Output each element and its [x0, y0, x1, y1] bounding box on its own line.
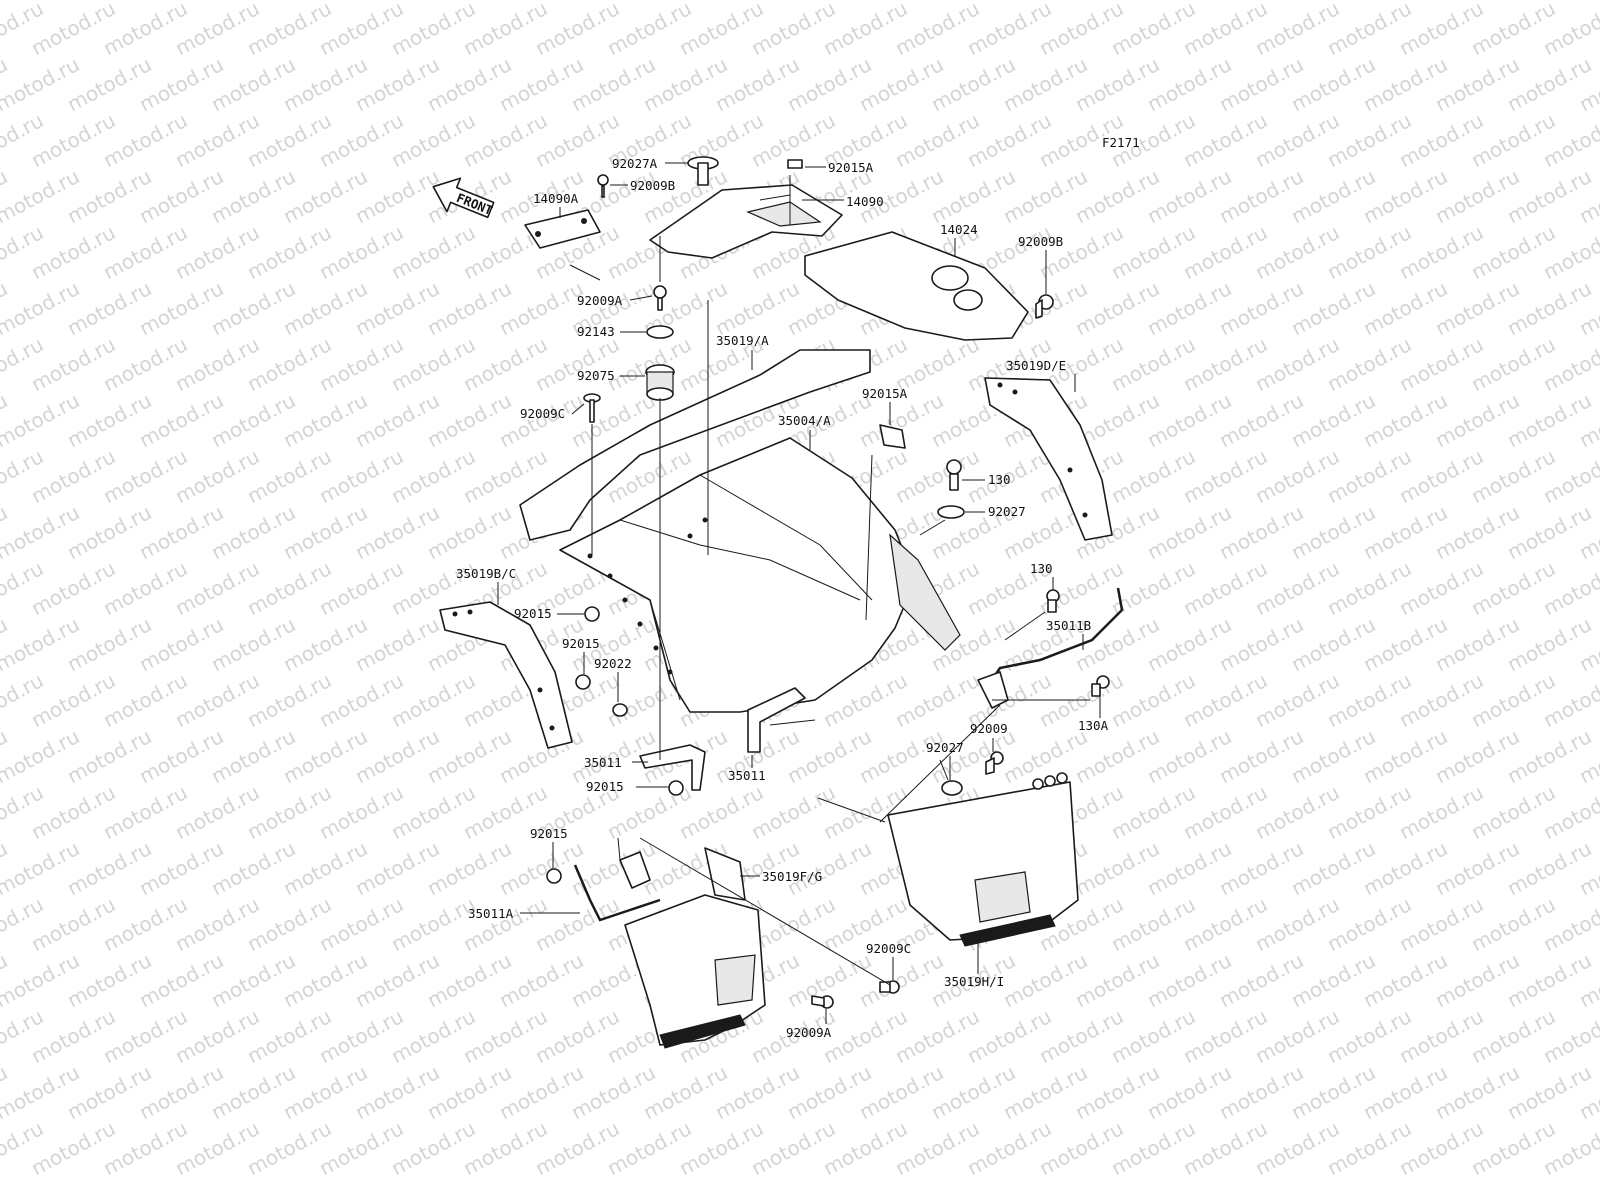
part-label: 14090A	[533, 191, 579, 206]
flap-35019bc	[439, 601, 573, 749]
nut-92015-mid	[575, 674, 591, 690]
part-label: 92027	[926, 740, 964, 755]
watermark-text: motod.ru	[1575, 0, 1600, 4]
part-label: 14090	[846, 194, 884, 209]
cover-14024	[804, 231, 1029, 341]
part-label: 92015	[562, 636, 600, 651]
plate-14090a	[524, 209, 601, 249]
nut-92015-upper	[584, 606, 600, 622]
bar-35011a	[573, 864, 661, 922]
part-label: 92009C	[520, 406, 565, 421]
clip-92015a-mid	[879, 424, 906, 449]
part-label: 35019D/E	[1006, 358, 1066, 373]
grommet-92143	[646, 325, 674, 339]
part-label: 35019H/I	[944, 974, 1004, 989]
part-label: 35011	[728, 768, 766, 783]
part-label: 92143	[577, 324, 615, 339]
part-label: 92015A	[828, 160, 874, 175]
part-label: 35019/A	[716, 333, 769, 348]
part-label: 92027A	[612, 156, 658, 171]
part-label: 92009B	[1018, 234, 1063, 249]
part-label: 92009A	[786, 1025, 832, 1040]
part-label: 92027	[988, 504, 1026, 519]
bracket-35011-center	[747, 687, 806, 753]
part-label: 92009	[970, 721, 1008, 736]
part-label: 92015	[514, 606, 552, 621]
part-label: 35011A	[468, 906, 514, 921]
part-label: 92009A	[577, 293, 623, 308]
fasteners	[546, 156, 1110, 1009]
part-label: 92009C	[866, 941, 911, 956]
figure-code: F2171	[1102, 135, 1140, 150]
parts-layer: FRONT	[432, 156, 1124, 1049]
labels-layer: F2171 92027A 92015A 92009B 14090 14090A …	[456, 135, 1140, 1040]
leader-lines	[569, 175, 1090, 986]
part-label: 130	[988, 472, 1011, 487]
nut-92015-bottom	[546, 868, 562, 884]
fender-35004a	[559, 437, 916, 713]
part-label: 92015	[586, 779, 624, 794]
bolt-92009b-top	[597, 174, 609, 186]
nut-92015-low	[668, 780, 684, 796]
watermark-text: motod.ru	[0, 0, 83, 4]
part-label: 35019F/G	[762, 869, 822, 884]
part-label: 130	[1030, 561, 1053, 576]
bracket-35011-left	[639, 744, 706, 791]
flap-35019a	[519, 349, 871, 541]
part-label: 35011B	[1046, 618, 1091, 633]
part-label: 35004/A	[778, 413, 831, 428]
flap-35019de	[984, 377, 1113, 541]
part-label: 92015A	[862, 386, 908, 401]
washer-92022	[612, 703, 628, 717]
part-label: 35019B/C	[456, 566, 516, 581]
part-label: 92015	[530, 826, 568, 841]
part-label: 130A	[1078, 718, 1109, 733]
clip-92015a-top	[787, 159, 803, 169]
part-label: 92075	[577, 368, 615, 383]
cover-14090	[649, 184, 843, 259]
part-label: 92022	[594, 656, 632, 671]
part-label: 92009B	[630, 178, 675, 193]
part-label: 14024	[940, 222, 978, 237]
part-label: 35011	[584, 755, 622, 770]
bar-35011b	[983, 587, 1124, 691]
bolt-92009a-top	[653, 285, 667, 299]
bolt-130-mid	[946, 459, 962, 475]
grommet-92027-low	[941, 780, 963, 796]
grommet-92027-mid	[937, 505, 965, 519]
